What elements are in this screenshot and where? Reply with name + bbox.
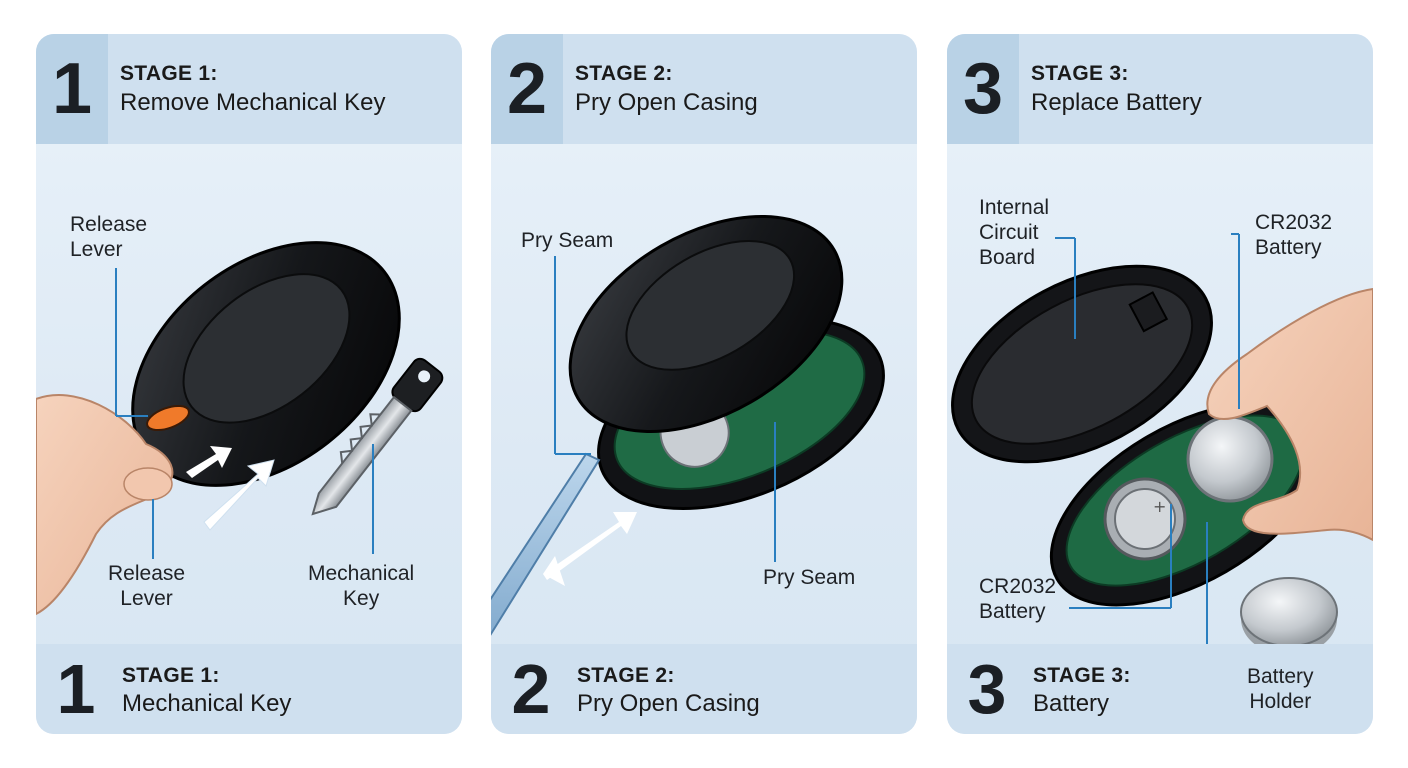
stage-title: Battery <box>1033 690 1110 717</box>
label-battery-holder: Battery Holder <box>1247 665 1314 713</box>
release-lever <box>146 404 190 432</box>
panel-2-footer: 2 STAGE 2: Pry Open Casing <box>491 644 917 734</box>
spare-cr2032-battery <box>1240 577 1338 655</box>
panel-1-footer: 1 STAGE 1: Mechanical Key <box>36 644 462 734</box>
arrow-pull-1 <box>203 459 275 531</box>
label-pry-seam-top: Pry Seam <box>521 229 614 252</box>
stage-label: STAGE 1: <box>120 62 218 85</box>
stage-title: Remove Mechanical Key <box>120 89 386 116</box>
label-mechanical-key: Mechanical Key <box>308 562 415 610</box>
fob-upper-shell <box>951 264 1213 464</box>
stage-label: STAGE 2: <box>575 62 673 85</box>
stage-number: 3 <box>967 650 1007 728</box>
mechanical-key <box>311 357 444 516</box>
panel-stage-3: + 3 STAGE 3: Replace Battery Internal Ci… <box>947 34 1373 734</box>
pry-tool <box>491 452 601 636</box>
stage-label: STAGE 3: <box>1033 664 1131 687</box>
label-internal-circuit-board: Internal Circuit Board <box>979 196 1050 269</box>
panel-stage-1: 1 STAGE 1: Remove Mechanical Key Release… <box>36 34 462 734</box>
stage-label: STAGE 3: <box>1031 62 1129 85</box>
panel-2-header: 2 STAGE 2: Pry Open Casing <box>491 34 917 144</box>
svg-text:+: + <box>1153 497 1166 516</box>
hand-right <box>1206 287 1373 542</box>
label-release-lever-top: Release Lever <box>70 213 148 261</box>
stage-label: STAGE 2: <box>577 664 675 687</box>
stage-title: Mechanical Key <box>122 690 292 717</box>
panel-3-header: 3 STAGE 3: Replace Battery <box>947 34 1373 144</box>
panel-3-footer: 3 STAGE 3: Battery <box>947 644 1373 734</box>
stage-number: 3 <box>947 34 1019 144</box>
stage-number: 1 <box>36 34 108 144</box>
label-cr2032-battery-bottom: CR2032 Battery <box>979 575 1057 623</box>
illustration-replace-battery: + <box>951 233 1373 675</box>
stage-title: Pry Open Casing <box>575 89 758 116</box>
arrow-pry <box>543 512 637 586</box>
stage-title: Pry Open Casing <box>577 690 760 717</box>
fob-top-shell <box>568 215 844 433</box>
label-pry-seam-bottom: Pry Seam <box>763 566 856 589</box>
stage-title: Replace Battery <box>1031 89 1202 116</box>
key-fob <box>131 241 401 487</box>
stage-number: 2 <box>491 34 563 144</box>
panel-1-header: 1 STAGE 1: Remove Mechanical Key <box>36 34 462 144</box>
cr2032-battery <box>1186 415 1274 503</box>
arrow-pull-2 <box>186 446 232 478</box>
stage-number: 1 <box>56 650 96 728</box>
label-cr2032-battery-top: CR2032 Battery <box>1255 211 1333 259</box>
stage-label: STAGE 1: <box>122 664 220 687</box>
panel-stage-2: 2 STAGE 2: Pry Open Casing Pry Seam Pry … <box>491 34 917 734</box>
illustration-pry-casing <box>491 215 885 636</box>
label-release-lever-bottom: Release Lever <box>108 562 186 610</box>
illustration-remove-key <box>36 241 444 616</box>
stage-number: 2 <box>511 650 551 728</box>
